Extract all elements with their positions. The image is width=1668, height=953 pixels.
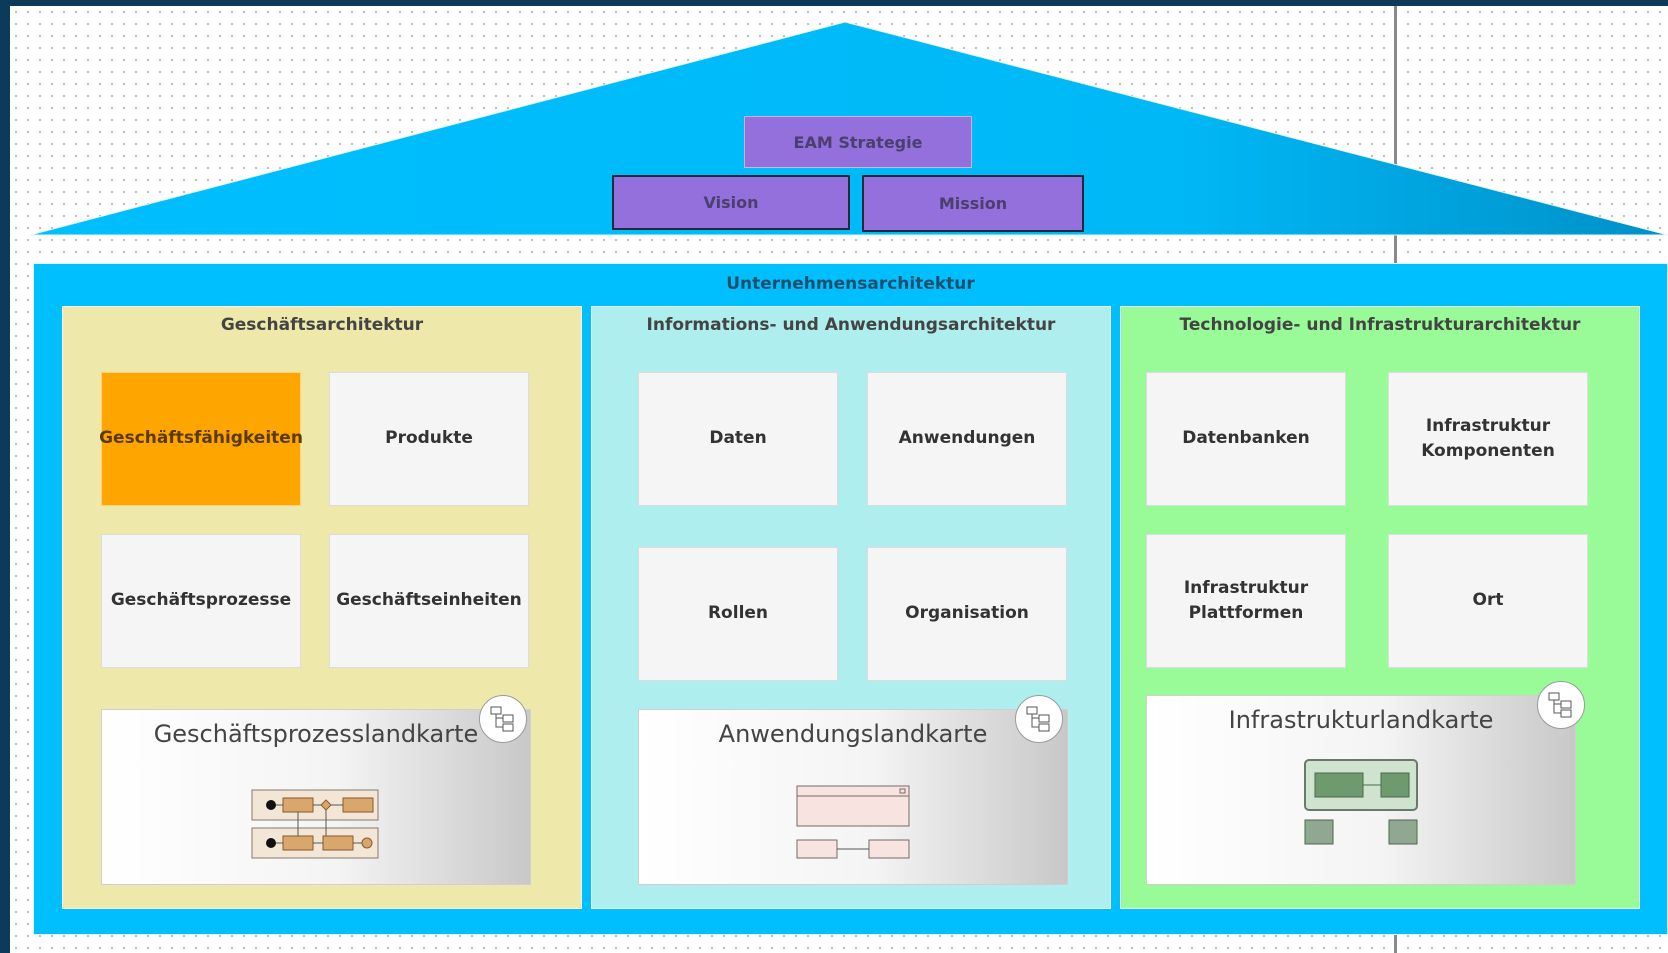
item-label: Datenbanken — [1182, 428, 1310, 449]
item-label: Ort — [1472, 590, 1504, 611]
infrastructure-map-frame[interactable]: Infrastrukturlandkarte — [1146, 695, 1576, 885]
business-architecture-column[interactable]: Geschäftsarchitektur Geschäftsfähigkeite… — [62, 306, 582, 909]
eam-strategy-box[interactable]: EAM Strategie — [744, 116, 972, 168]
map-title: Geschäftsprozesslandkarte — [153, 720, 479, 748]
item-label: Geschäftsprozesse — [110, 590, 292, 611]
eam-strategy-label: EAM Strategie — [793, 132, 923, 152]
column-title: Geschäftsarchitektur — [220, 315, 424, 335]
item-label: Infrastruktur Plattformen — [1183, 577, 1309, 624]
item-label: Geschäftseinheiten — [336, 590, 522, 611]
diagram-link-icon[interactable] — [1537, 681, 1585, 729]
process-map-icon — [251, 786, 381, 866]
diagram-link-icon[interactable] — [479, 695, 527, 743]
vision-label: Vision — [703, 193, 759, 212]
enterprise-architecture-title: Unternehmensarchitektur — [726, 274, 975, 294]
item-box[interactable]: Datenbanken — [1146, 372, 1346, 506]
item-box[interactable]: Infrastruktur Komponenten — [1388, 372, 1588, 506]
item-label: Rollen — [707, 603, 769, 624]
item-label: Geschäftsfähigkeiten — [99, 428, 303, 449]
item-label: Infrastruktur Komponenten — [1421, 415, 1555, 462]
application-map-icon — [793, 784, 913, 864]
map-title: Infrastrukturlandkarte — [1228, 706, 1494, 734]
application-map-frame[interactable]: Anwendungslandkarte — [638, 709, 1068, 885]
diagram-link-icon[interactable] — [1015, 695, 1063, 743]
item-box[interactable]: Produkte — [329, 372, 529, 506]
enterprise-architecture-frame[interactable]: Unternehmensarchitektur Geschäftsarchite… — [33, 263, 1668, 935]
process-map-frame[interactable]: Geschäftsprozesslandkarte — [101, 709, 531, 885]
column-title: Informations- und Anwendungsarchitektur — [646, 315, 1056, 335]
item-box[interactable]: Organisation — [867, 547, 1067, 681]
item-box[interactable]: Geschäftsfähigkeiten — [99, 372, 303, 506]
mission-box[interactable]: Mission — [862, 175, 1084, 232]
item-box[interactable]: Ort — [1388, 534, 1588, 668]
item-label: Produkte — [385, 428, 473, 449]
item-label: Organisation — [905, 603, 1029, 624]
information-application-architecture-column[interactable]: Informations- und Anwendungsarchitektur … — [591, 306, 1111, 909]
technology-infrastructure-architecture-column[interactable]: Technologie- und Infrastrukturarchitektu… — [1120, 306, 1640, 909]
vision-box[interactable]: Vision — [612, 175, 850, 230]
infrastructure-map-icon — [1301, 758, 1421, 850]
item-box[interactable]: Daten — [638, 372, 838, 506]
item-box[interactable]: Geschäftseinheiten — [329, 534, 529, 668]
item-label: Daten — [709, 428, 767, 449]
item-box[interactable]: Infrastruktur Plattformen — [1146, 534, 1346, 668]
map-title: Anwendungslandkarte — [718, 720, 988, 748]
item-box[interactable]: Anwendungen — [867, 372, 1067, 506]
column-title: Technologie- und Infrastrukturarchitektu… — [1179, 315, 1581, 335]
mission-label: Mission — [938, 194, 1008, 213]
item-label: Anwendungen — [898, 428, 1036, 449]
item-box[interactable]: Geschäftsprozesse — [101, 534, 301, 668]
item-box[interactable]: Rollen — [638, 547, 838, 681]
